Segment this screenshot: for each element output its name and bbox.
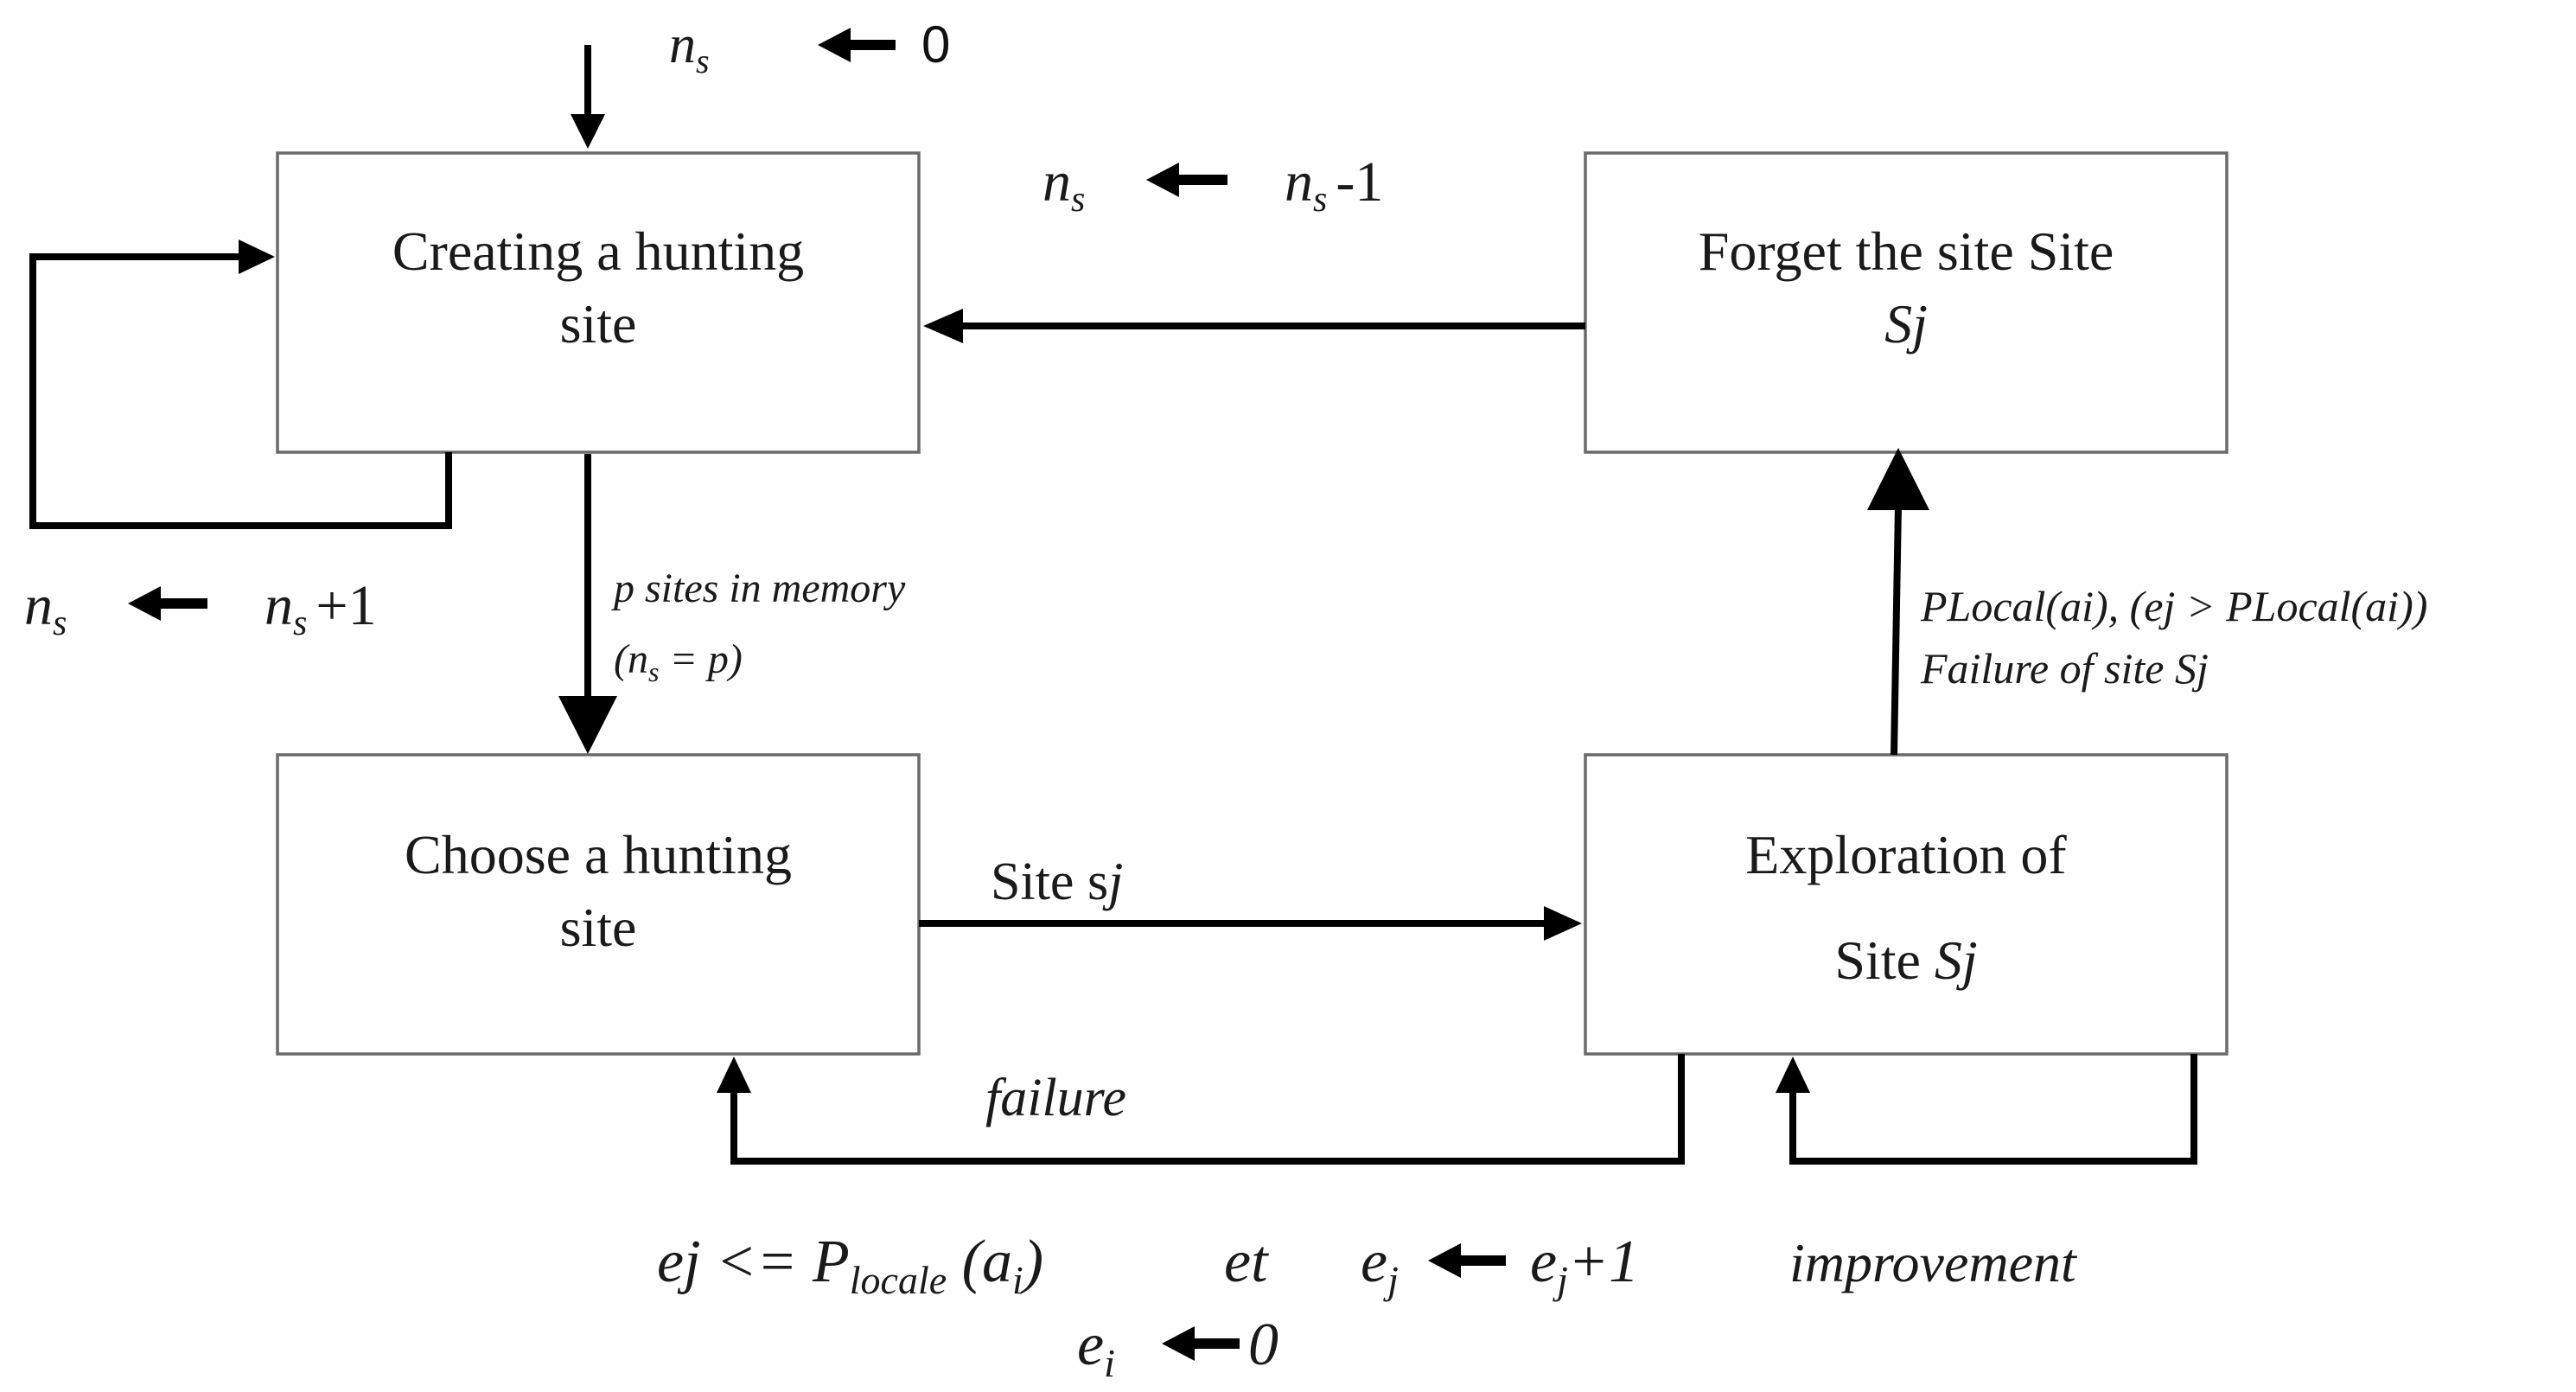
site-sj-label: Site sj [991, 852, 1123, 911]
explore-site-box: Exploration of Site Sj [1584, 753, 2228, 1056]
increment-label-lhs: ns [24, 574, 67, 643]
condition-ej: ej [1361, 1229, 1399, 1302]
increment-label-rhs: ns+1 [265, 574, 377, 643]
decrement-label-rhs: ns-1 [1285, 150, 1383, 220]
forget-site-label-line1: Forget the site Site [1699, 220, 2114, 282]
create-to-choose-arrow [558, 454, 617, 754]
plocal-label-line1: PLocal(ai), (ej > PLocal(ai)) [1920, 582, 2427, 630]
explore-site-label-line1: Exploration of [1745, 824, 2067, 885]
plocal-label-line2: Failure of site Sj [1920, 644, 2209, 693]
init-assign-arrow [818, 28, 896, 62]
init-arrow [571, 45, 605, 149]
failure-arrow [717, 1054, 1685, 1165]
explore-site-label-line2: Site Sj [1834, 929, 1977, 991]
explore-to-forget-arrow [1867, 448, 1929, 756]
failure-label: failure [985, 1069, 1126, 1127]
create-site-label-line1: Creating a hunting [392, 220, 804, 282]
condition-label: ej <= Plocale (ai) [657, 1229, 1043, 1302]
create-self-loop-arrow [29, 239, 452, 529]
create-site-label-line2: site [560, 293, 637, 354]
increment-assign-arrow [128, 586, 207, 621]
ej-assign-arrow [1428, 1243, 1506, 1278]
reset-label-var: ei [1077, 1312, 1115, 1385]
ei-reset-arrow [1162, 1326, 1240, 1361]
choose-site-label-line2: site [560, 897, 637, 958]
improvement-label: improvement [1789, 1232, 2078, 1293]
create-site-box: Creating a hunting site [276, 151, 921, 454]
explore-site-sj: Sj [1935, 929, 1978, 991]
forget-to-create-arrow [923, 309, 1585, 343]
decrement-assign-arrow [1146, 163, 1227, 197]
choose-to-explore-arrow [919, 906, 1582, 941]
init-label-var: ns [669, 16, 710, 80]
forget-site-label-line2: Sj [1884, 293, 1928, 354]
reset-label-value: 0 [1248, 1312, 1278, 1378]
condition-ej-plus-one: ej+1 [1530, 1229, 1639, 1302]
choose-site-label-line1: Choose a hunting [405, 824, 792, 885]
memory-label-line1: p sites in memory [611, 565, 906, 611]
explore-site-prefix: Site [1834, 929, 1935, 991]
condition-et: et [1224, 1229, 1269, 1295]
improvement-loop-arrow [1776, 1054, 2197, 1165]
memory-label-line2: (ns = p) [614, 636, 743, 687]
init-label-value: 0 [921, 16, 950, 73]
decrement-label-lhs: ns [1043, 150, 1085, 220]
choose-site-box: Choose a hunting site [276, 753, 921, 1056]
forget-site-box: Forget the site Site Sj [1584, 151, 2228, 454]
